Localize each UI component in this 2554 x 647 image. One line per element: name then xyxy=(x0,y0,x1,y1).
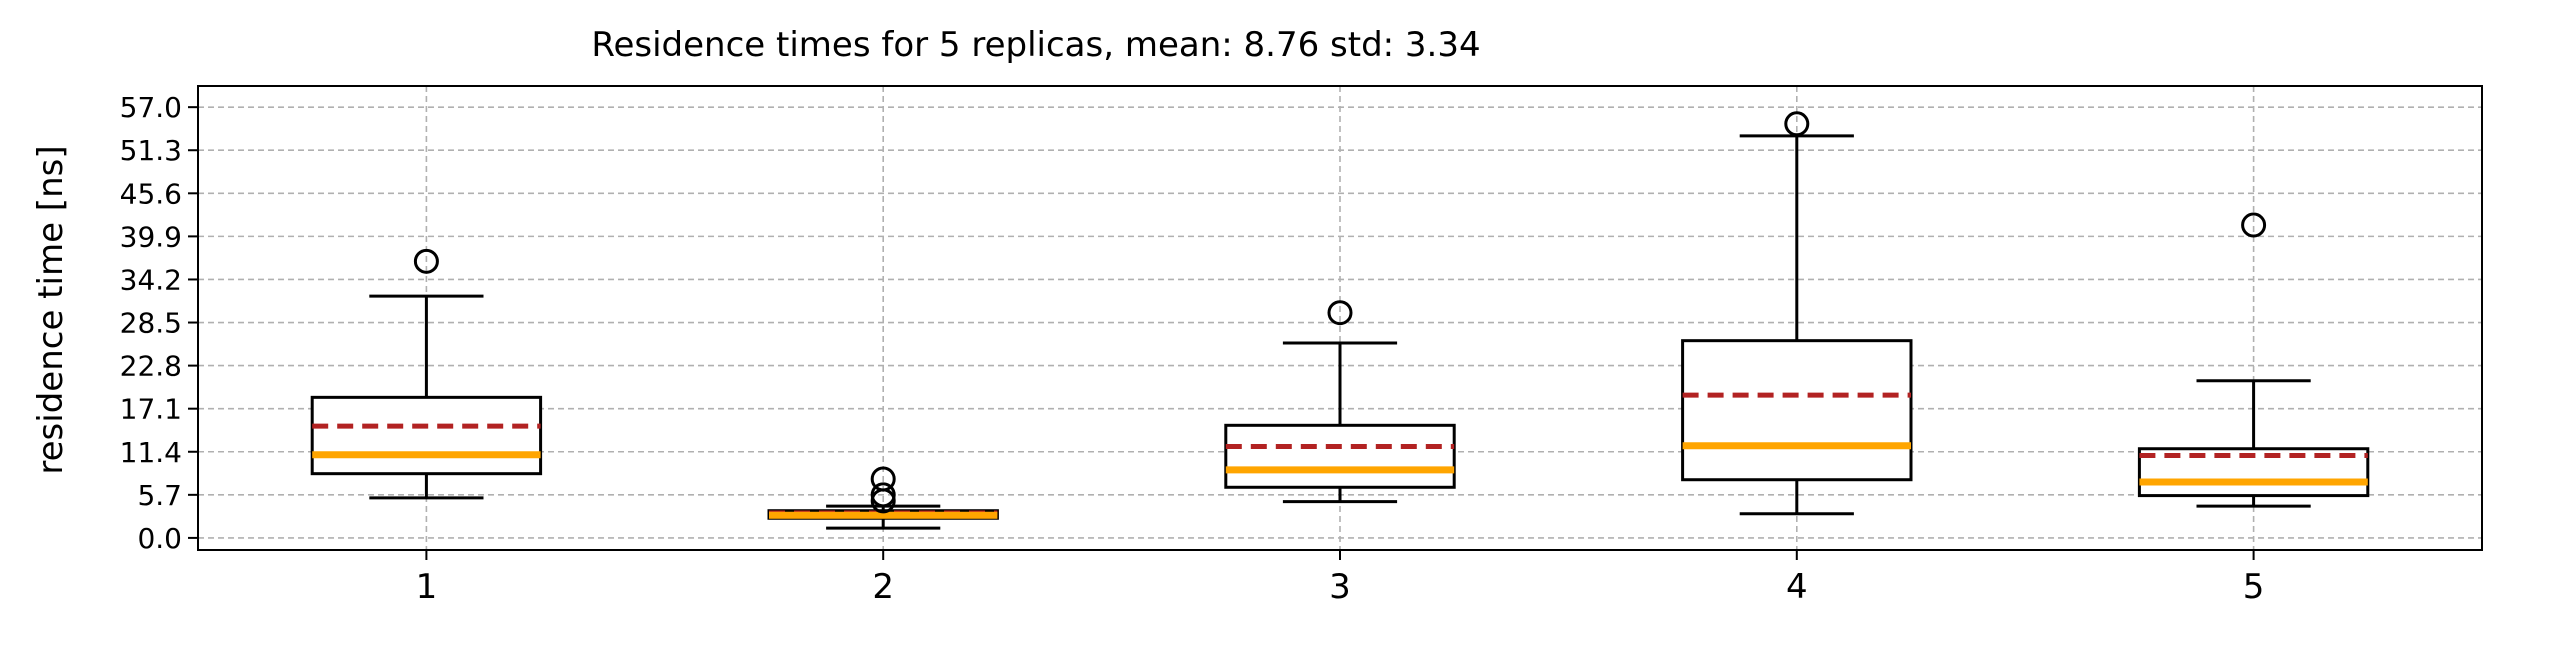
outlier-point xyxy=(1327,300,1353,326)
x-tick-label: 3 xyxy=(1329,567,1351,607)
y-tick-label: 28.5 xyxy=(120,307,182,340)
plot-frame xyxy=(197,85,2483,551)
x-tick-label: 5 xyxy=(2243,567,2265,607)
y-axis-label: residence time [ns] xyxy=(31,145,71,474)
chart-title: Residence times for 5 replicas, mean: 8.… xyxy=(591,25,1480,65)
y-tick-label: 45.6 xyxy=(120,177,182,210)
box-group-3 xyxy=(1224,300,1456,504)
axes: 0.0 5.7 11.4 17.1 22.8 28.5 34.2 39.9 45.6 51.3 57… xyxy=(120,85,2483,607)
y-tick-label: 57.0 xyxy=(120,91,182,124)
box-group-1 xyxy=(310,248,543,500)
x-tick-label: 2 xyxy=(872,567,894,607)
outlier-point xyxy=(870,482,896,508)
interquartile-box xyxy=(310,395,543,476)
interquartile-box xyxy=(1224,423,1456,489)
y-tick-label: 22.8 xyxy=(120,350,182,383)
y-tick-label: 17.1 xyxy=(120,393,182,426)
y-tick-label: 5.7 xyxy=(137,479,182,512)
outlier-point xyxy=(2241,212,2267,238)
y-tick-label: 34.2 xyxy=(120,263,182,296)
box-group-4 xyxy=(1681,111,1913,516)
y-tick-label: 11.4 xyxy=(120,436,182,469)
y-tick-label: 0.0 xyxy=(137,522,182,555)
outlier-point xyxy=(413,248,439,274)
y-tick-label: 51.3 xyxy=(120,134,182,167)
x-tick-label: 4 xyxy=(1786,567,1808,607)
x-tick-label: 1 xyxy=(416,567,438,607)
box-series xyxy=(310,111,2370,530)
interquartile-box xyxy=(1681,339,1913,482)
outlier-point xyxy=(870,466,896,492)
box-group-5 xyxy=(2137,212,2370,508)
y-tick-label: 39.9 xyxy=(120,220,182,253)
box-group-2 xyxy=(767,466,999,530)
outlier-point xyxy=(1784,111,1810,137)
